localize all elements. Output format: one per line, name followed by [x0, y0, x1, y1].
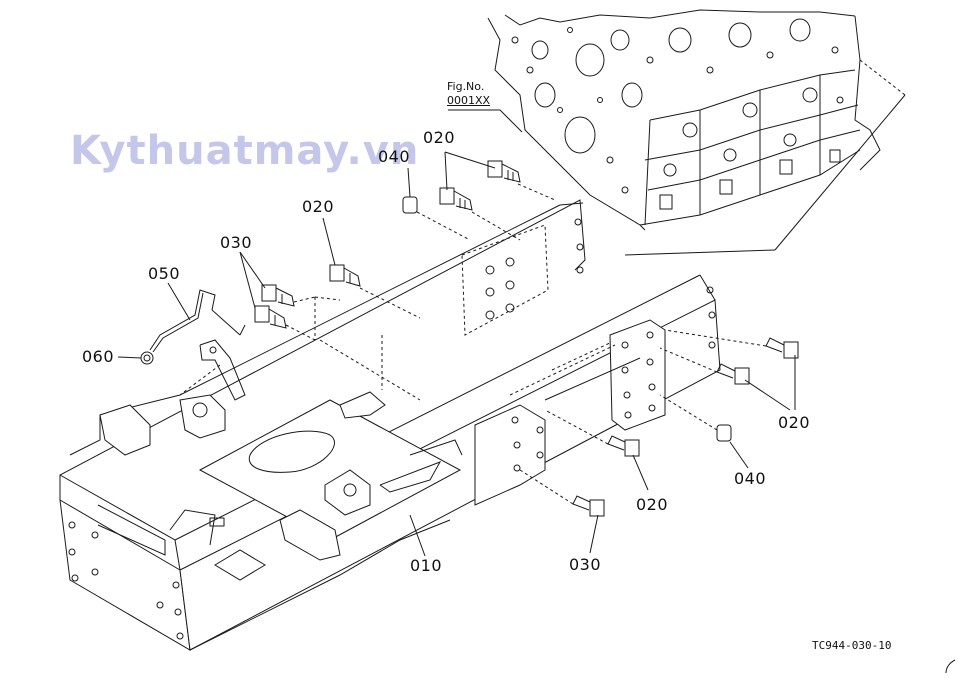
figure-reference: Fig.No. 0001XX	[447, 80, 490, 108]
bolt-020-top-a	[487, 160, 556, 201]
crop-mark	[945, 659, 956, 674]
callout-030-left: 030	[220, 233, 253, 252]
bolt-030-lower	[519, 469, 605, 517]
callout-010: 010	[410, 556, 443, 575]
bolt-020-right-a	[664, 329, 799, 359]
callout-020-right: 020	[778, 413, 811, 432]
pipe-bracket	[179, 339, 246, 401]
drawing-code: TC944-030-10	[812, 639, 892, 652]
fig-ref-leader	[448, 109, 523, 133]
callout-030-lower: 030	[569, 555, 602, 574]
hole-leaders	[314, 296, 641, 401]
nut-040-top	[402, 196, 471, 241]
figure-ref-code: 0001XX	[447, 94, 491, 107]
bolt-020-top-b	[439, 187, 521, 241]
callout-040-top: 040	[378, 147, 411, 166]
callout-060: 060	[82, 347, 115, 366]
callout-leaders	[117, 151, 796, 557]
callout-020-mid: 020	[302, 197, 335, 216]
callout-020-lower: 020	[636, 495, 669, 514]
figure-ref-label: Fig.No.	[447, 80, 485, 93]
bolts-030-left	[254, 284, 316, 341]
pipe-050	[149, 289, 246, 353]
front-frame	[59, 199, 721, 651]
watermark: Kythuatmay.vn	[70, 128, 420, 174]
callout-020-top: 020	[423, 128, 456, 147]
bolt-020-mid	[329, 264, 421, 319]
nipple-060	[140, 351, 154, 365]
callout-050: 050	[148, 264, 181, 283]
engine-block	[487, 9, 906, 256]
nut-040-right	[659, 394, 732, 442]
bolt-020-lower	[544, 409, 640, 457]
callout-040-right: 040	[734, 469, 767, 488]
